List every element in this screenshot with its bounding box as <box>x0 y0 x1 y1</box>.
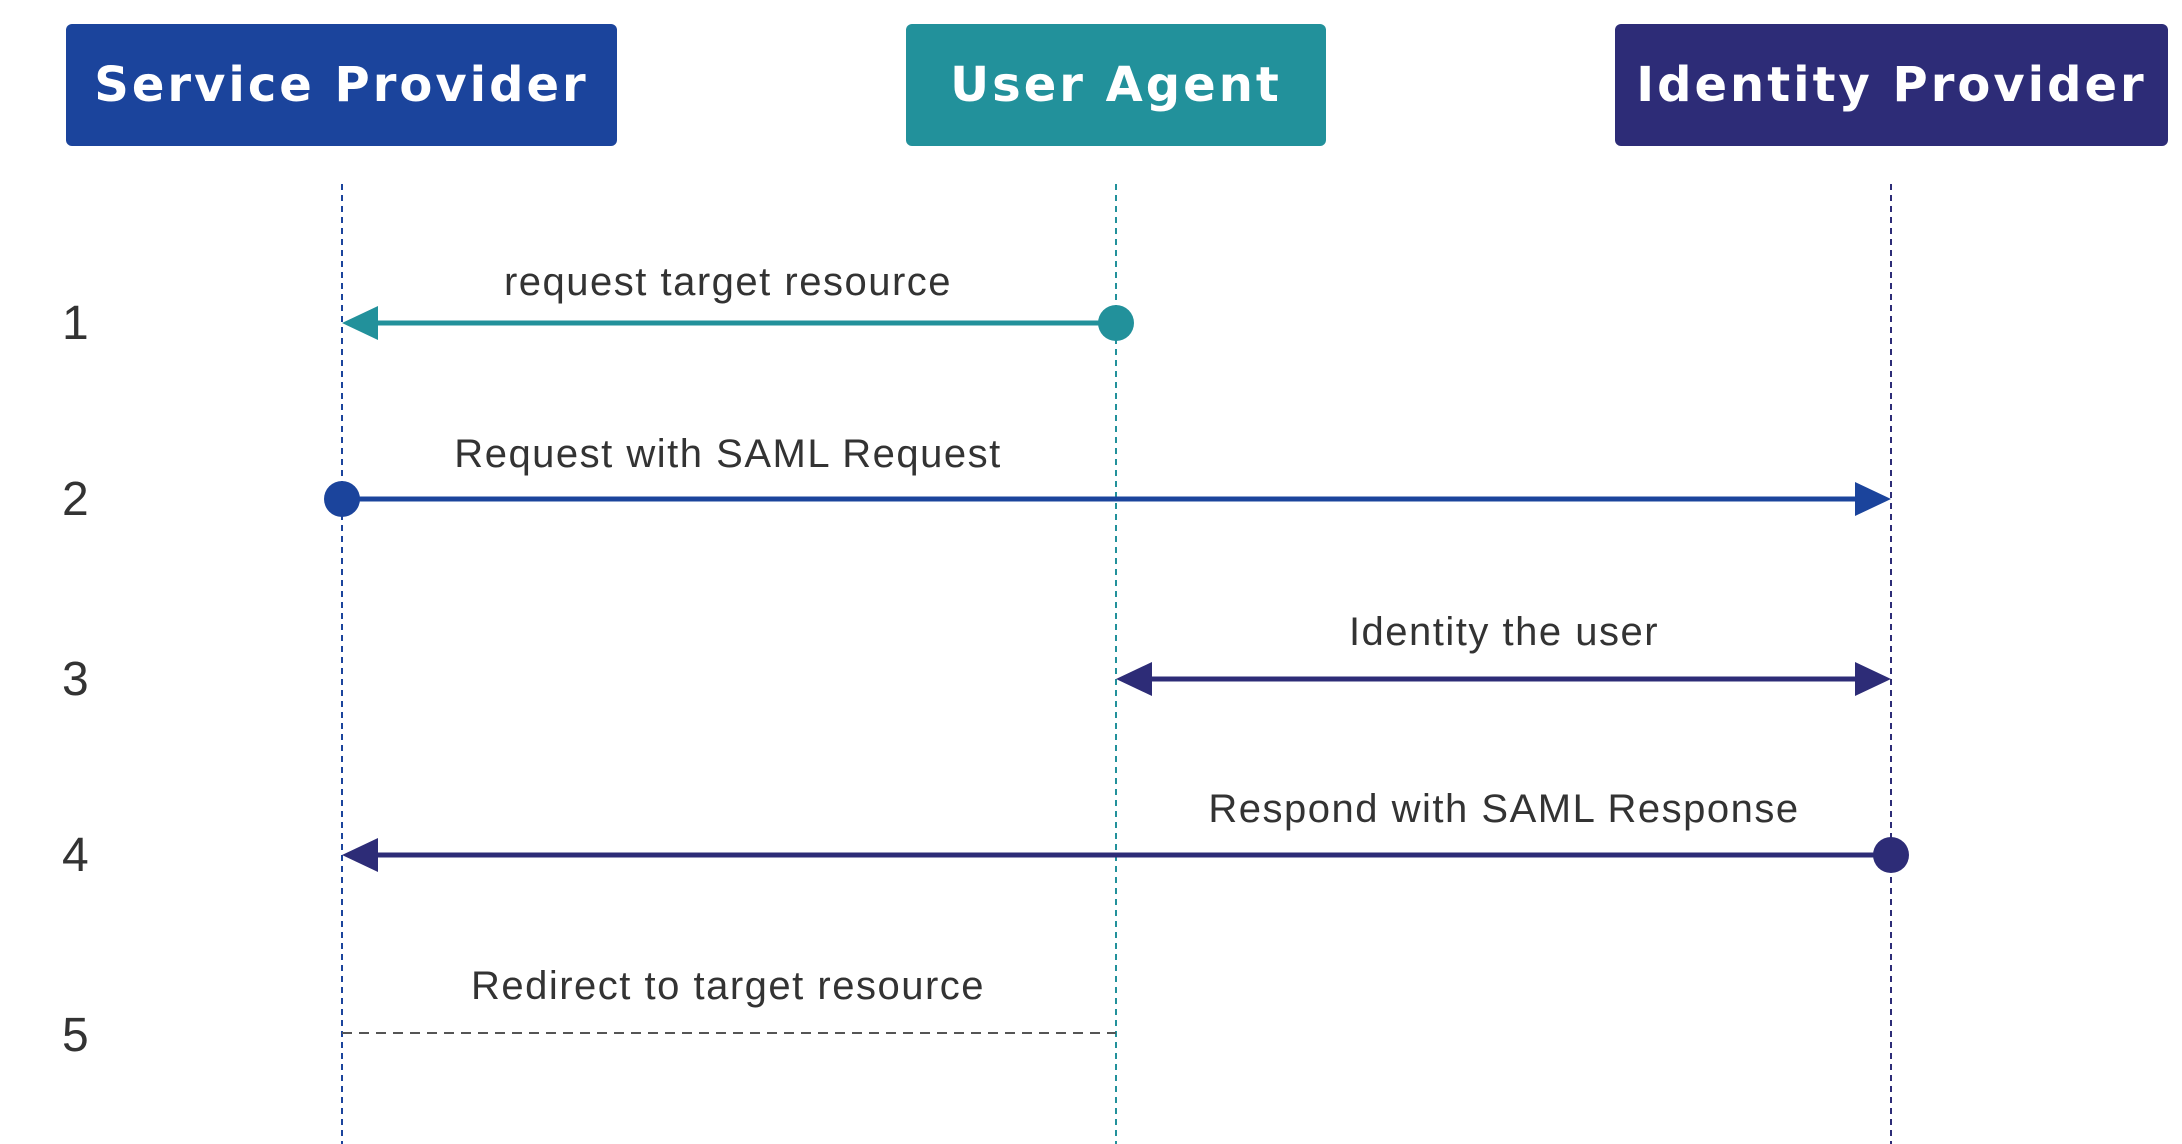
actor-service-provider: Service Provider <box>66 24 617 146</box>
step-number-2: 2 <box>62 473 89 526</box>
message-start-dot-1 <box>1098 305 1134 341</box>
step-number-4: 4 <box>62 829 89 882</box>
message-end-arrowhead-1 <box>342 306 378 340</box>
message-end-arrowhead-4 <box>342 838 378 872</box>
message-start-dot-2 <box>324 481 360 517</box>
step-number-3: 3 <box>62 653 89 706</box>
message-label-5: Redirect to target resource <box>470 964 986 1008</box>
message-label-2: Request with SAML Request <box>454 432 1002 476</box>
message-label-4: Respond with SAML Response <box>1208 787 1800 831</box>
message-end-arrowhead-3 <box>1855 662 1891 696</box>
actor-user-agent: User Agent <box>906 24 1326 146</box>
step-number-1: 1 <box>62 297 89 350</box>
step-number-5: 5 <box>62 1009 89 1062</box>
actor-identity-provider: Identity Provider <box>1615 24 2168 146</box>
message-label-1: request target resource <box>503 260 953 304</box>
message-start-arrowhead-3 <box>1116 662 1152 696</box>
message-label-3: Identity the user <box>1348 610 1660 654</box>
message-end-arrowhead-2 <box>1855 482 1891 516</box>
message-start-dot-4 <box>1873 837 1909 873</box>
